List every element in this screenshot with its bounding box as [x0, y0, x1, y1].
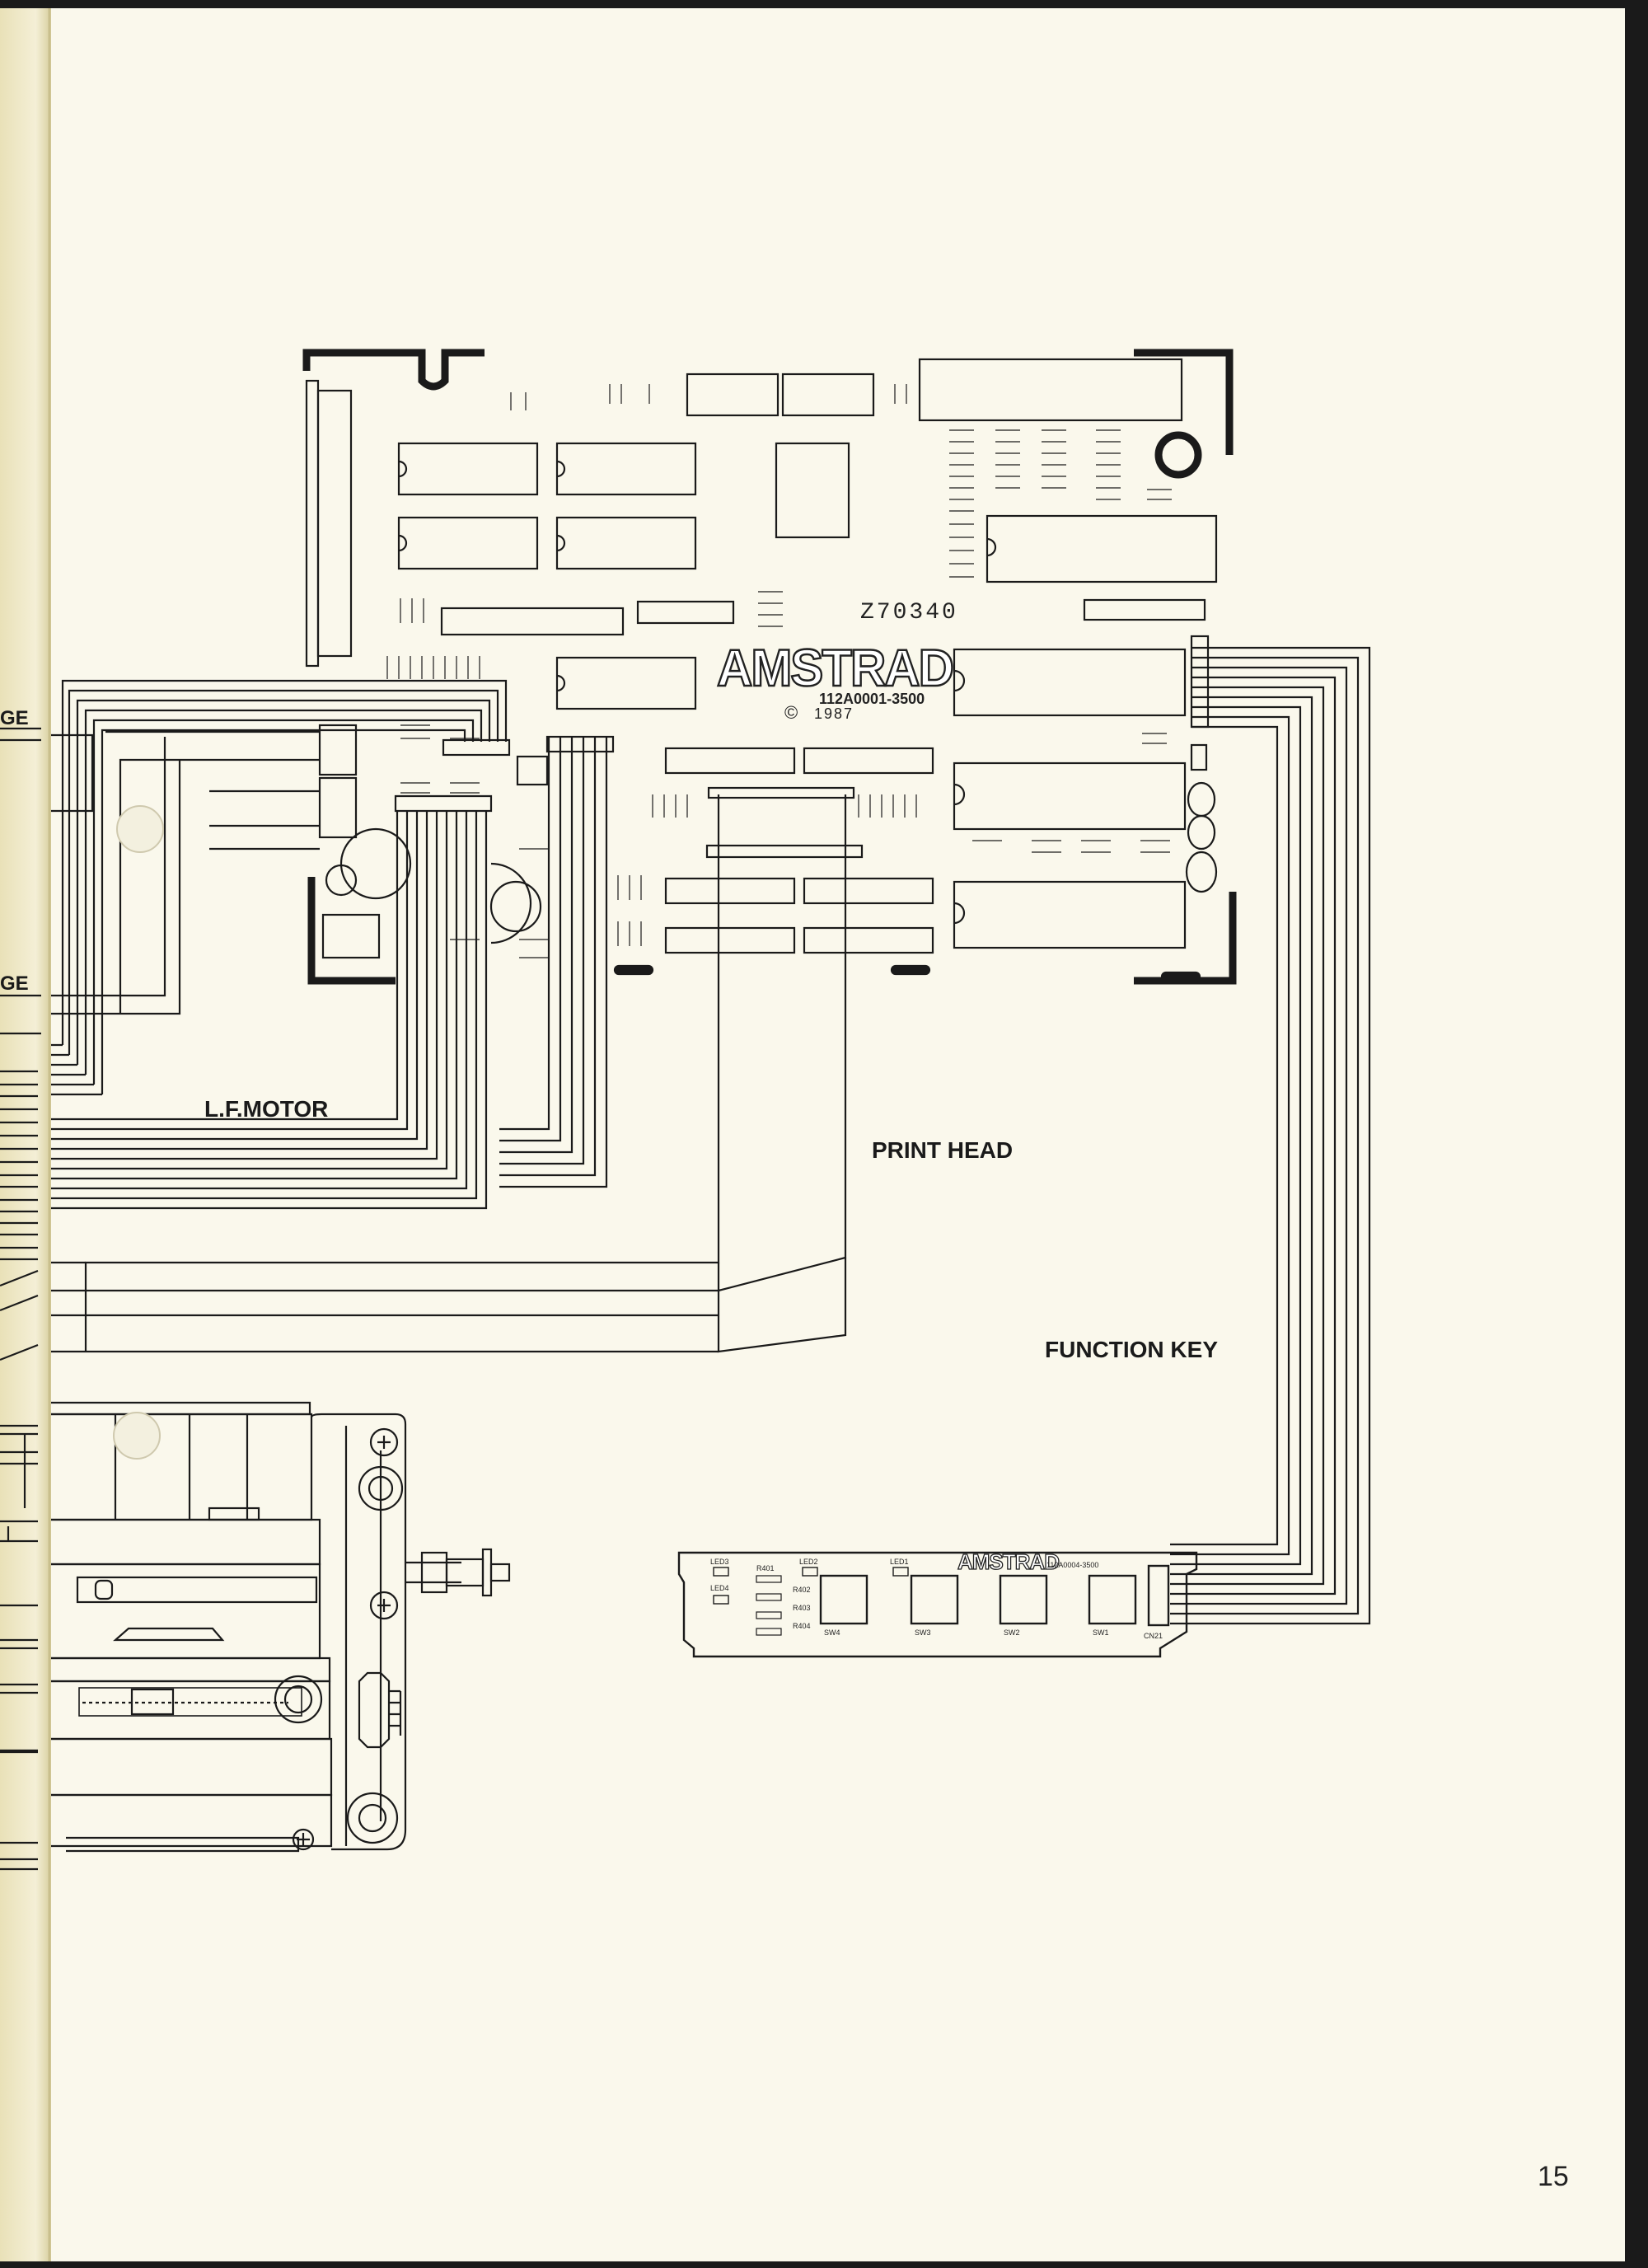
printer-mechanism [51, 1401, 511, 1853]
punch-hole [116, 805, 164, 853]
switch-label: SW1 [1093, 1628, 1109, 1637]
function-key-board [677, 1551, 1198, 1658]
main-board-year: 1987 [814, 705, 854, 722]
led-label: LED4 [710, 1584, 729, 1592]
print-head-ribbon [51, 794, 847, 1353]
function-key-cable [1170, 646, 1371, 1625]
resistor-label: R401 [756, 1564, 775, 1572]
function-key-label: FUNCTION KEY [1045, 1337, 1218, 1362]
function-board-brand: AMSTRAD [957, 1549, 1060, 1574]
edge-label-fragment: GE [0, 972, 29, 995]
paper [48, 8, 1625, 2261]
resistor-label: R403 [793, 1604, 811, 1612]
page-number: 15 [1538, 2161, 1569, 2192]
switch-label: SW2 [1004, 1628, 1020, 1637]
main-board-part-number: 112A0001-3500 [819, 691, 925, 707]
print-head-label: PRINT HEAD [872, 1137, 1014, 1163]
main-board-brand: AMSTRAD [716, 638, 955, 698]
led-label: LED3 [710, 1558, 729, 1566]
resistor-label: R402 [793, 1586, 811, 1594]
board-code: Z70340 [860, 600, 958, 626]
switch-label: SW3 [915, 1628, 931, 1637]
cn4-cable [51, 794, 493, 1210]
cn7-cable [499, 737, 608, 1188]
lf-motor-cable [51, 679, 508, 1096]
edge-label-fragment: GE [0, 707, 29, 729]
punch-hole [113, 1412, 161, 1460]
led-label: LED1 [890, 1558, 909, 1566]
left-edge-fragments [0, 727, 41, 1871]
resistor-label: R404 [793, 1622, 811, 1630]
connector-label: CN21 [1144, 1632, 1163, 1640]
led-label: LED2 [799, 1558, 818, 1566]
copyright-symbol: © [784, 702, 798, 723]
lf-motor-label: L.F.MOTOR [204, 1096, 329, 1122]
main-board [302, 349, 1237, 985]
function-board-part-number: 112A0004-3500 [1046, 1561, 1099, 1569]
switch-label: SW4 [824, 1628, 840, 1637]
